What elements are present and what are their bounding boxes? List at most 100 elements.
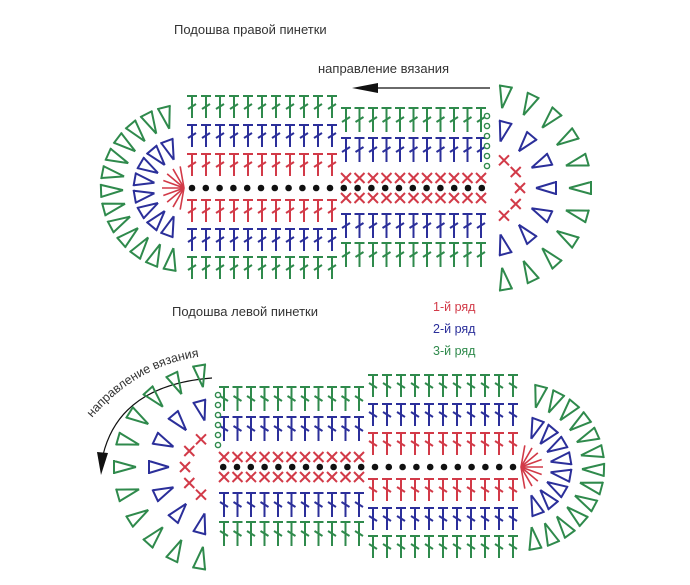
double-crochet-stitch — [368, 403, 378, 426]
double-crochet-stitch — [340, 492, 351, 517]
double-crochet-stitch — [438, 478, 448, 501]
double-crochet-stitch — [438, 432, 448, 455]
double-crochet-stitch — [273, 492, 283, 517]
increase-fan-stitch — [139, 109, 158, 135]
double-crochet-stitch — [462, 107, 473, 132]
increase-fan-stitch — [498, 84, 513, 109]
double-crochet-stitch — [271, 153, 281, 176]
increase-fan-stitch — [112, 131, 137, 153]
double-crochet-stitch — [438, 535, 448, 558]
single-crochet-stitch — [231, 471, 244, 483]
center-fan-stitch — [172, 168, 185, 189]
double-crochet-stitch — [466, 535, 476, 558]
double-crochet-stitch — [313, 124, 323, 147]
single-crochet-stitch — [510, 166, 522, 178]
double-crochet-stitch — [215, 199, 225, 222]
double-crochet-stitch — [327, 256, 337, 279]
double-crochet-stitch — [476, 213, 486, 238]
increase-fan-stitch — [104, 147, 129, 165]
double-crochet-stitch — [257, 95, 267, 118]
double-crochet-stitch — [396, 432, 406, 455]
increase-fan-stitch — [159, 137, 175, 161]
double-crochet-stitch — [246, 386, 256, 411]
double-crochet-stitch — [313, 199, 323, 222]
slip-stitch — [219, 463, 227, 471]
double-crochet-stitch — [273, 386, 283, 411]
increase-fan-stitch — [192, 546, 207, 571]
double-crochet-stitch — [435, 242, 446, 267]
double-crochet-stitch — [424, 507, 434, 530]
double-crochet-stitch — [243, 124, 253, 147]
chain-stitch — [214, 411, 222, 419]
double-crochet-stitch — [396, 403, 406, 426]
double-crochet-stitch — [422, 213, 432, 238]
double-crochet-stitch — [201, 256, 211, 279]
double-crochet-stitch — [313, 521, 324, 546]
single-crochet-stitch — [299, 451, 311, 463]
chain-stitch — [214, 421, 222, 429]
legend-row-2: 2-й ряд — [433, 322, 476, 336]
double-crochet-stitch — [232, 521, 243, 546]
double-crochet-stitch — [341, 107, 351, 132]
double-crochet-stitch — [408, 107, 419, 132]
double-crochet-stitch — [354, 386, 364, 411]
increase-fan-stitch — [550, 468, 573, 483]
double-crochet-stitch — [466, 507, 476, 530]
increase-fan-stitch — [125, 508, 150, 529]
increase-fan-stitch — [522, 260, 540, 285]
increase-fan-stitch — [530, 152, 554, 169]
single-crochet-stitch — [510, 198, 522, 210]
double-crochet-stitch — [354, 416, 364, 441]
double-crochet-stitch — [243, 199, 253, 222]
double-crochet-stitch — [462, 242, 473, 267]
single-crochet-stitch — [498, 154, 510, 166]
increase-fan-stitch — [167, 502, 188, 525]
single-crochet-stitch — [514, 182, 526, 194]
increase-fan-stitch — [162, 247, 177, 272]
center-fan-stitch — [163, 179, 185, 189]
double-crochet-stitch — [187, 95, 197, 118]
double-crochet-stitch — [354, 242, 365, 267]
increase-fan-stitch — [124, 119, 146, 143]
single-crochet-stitch — [195, 433, 207, 445]
double-crochet-stitch — [232, 492, 243, 517]
double-crochet-stitch — [508, 374, 518, 397]
increase-fan-stitch — [148, 460, 170, 474]
single-crochet-stitch — [367, 192, 379, 204]
single-crochet-stitch — [179, 461, 191, 473]
single-crochet-stitch — [434, 172, 447, 184]
slip-stitch — [423, 184, 430, 192]
double-crochet-stitch — [313, 416, 324, 441]
double-crochet-stitch — [410, 403, 420, 426]
double-crochet-stitch — [508, 507, 518, 530]
chain-stitch — [214, 391, 222, 399]
double-crochet-stitch — [395, 137, 405, 162]
double-crochet-stitch — [396, 478, 406, 501]
increase-fan-stitch — [546, 435, 569, 453]
double-crochet-stitch — [368, 242, 378, 267]
double-crochet-stitch — [215, 95, 225, 118]
double-crochet-stitch — [410, 507, 420, 530]
double-crochet-stitch — [354, 137, 365, 162]
single-crochet-stitch — [448, 172, 460, 184]
double-crochet-stitch — [257, 199, 267, 222]
single-crochet-stitch — [340, 172, 352, 184]
increase-fan-stitch — [528, 526, 543, 551]
single-crochet-stitch — [475, 192, 487, 204]
increase-fan-stitch — [530, 416, 546, 440]
double-crochet-stitch — [422, 107, 432, 132]
increase-fan-stitch — [145, 144, 166, 166]
single-crochet-stitch — [231, 451, 244, 463]
increase-fan-stitch — [534, 383, 549, 409]
double-crochet-stitch — [271, 256, 281, 279]
double-crochet-stitch — [219, 386, 229, 411]
double-crochet-stitch — [285, 95, 295, 118]
double-crochet-stitch — [494, 403, 504, 426]
double-crochet-stitch — [382, 432, 392, 455]
double-crochet-stitch — [410, 432, 420, 455]
double-crochet-stitch — [300, 492, 310, 517]
increase-fan-stitch — [165, 370, 183, 395]
slip-stitch — [340, 184, 348, 192]
increase-fan-stitch — [547, 388, 566, 414]
double-crochet-stitch — [299, 95, 309, 118]
